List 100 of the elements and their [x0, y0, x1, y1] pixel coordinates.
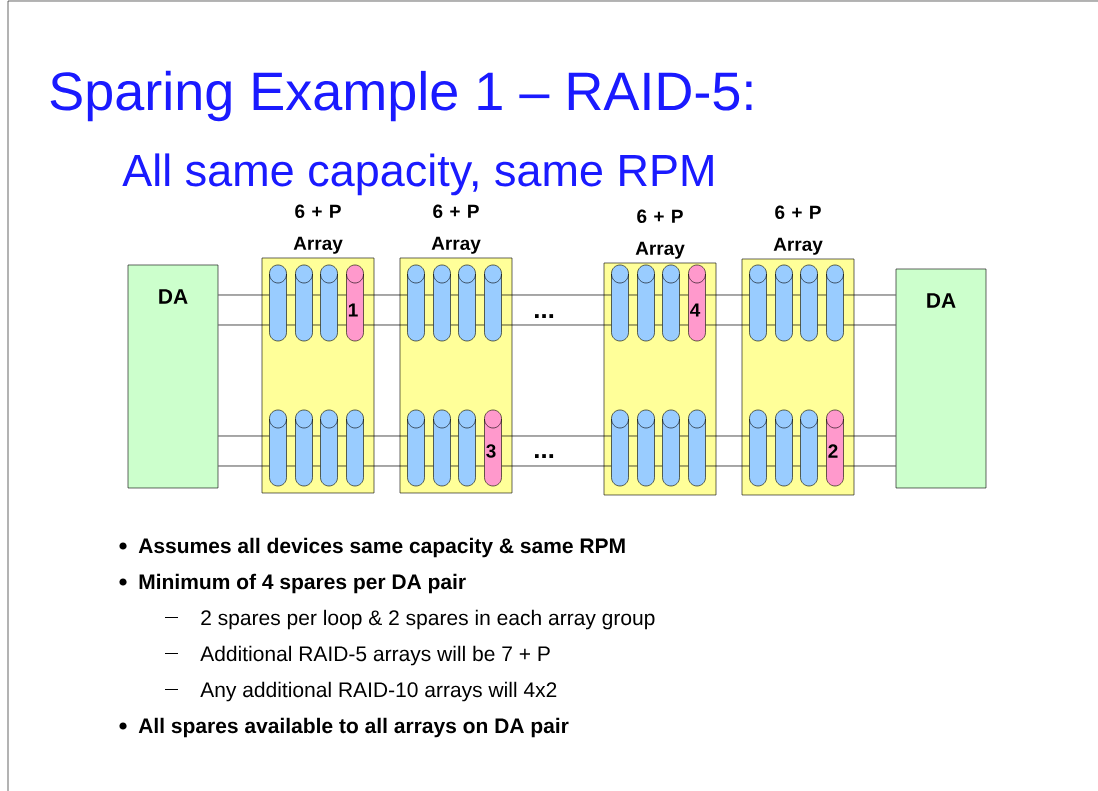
disk-drive	[320, 409, 338, 487]
disk-drive	[749, 264, 767, 342]
disk-drive	[433, 409, 451, 487]
loop-line	[705, 435, 750, 437]
loop-line	[475, 435, 485, 437]
loop-line	[654, 294, 663, 296]
loop-line	[843, 294, 897, 296]
loop-line	[792, 324, 801, 326]
loop-line	[286, 294, 296, 296]
loop-line	[679, 435, 689, 437]
node-label: 6 + P Array	[773, 205, 823, 255]
node-label: 6 + P Array	[635, 209, 685, 259]
disk-drive	[433, 264, 451, 342]
loop-line	[217, 435, 270, 437]
loop-line	[363, 324, 408, 326]
node-label: 6 + P Array	[431, 204, 481, 254]
loop-line	[654, 324, 663, 326]
loop-line	[628, 435, 638, 437]
loop-line	[286, 465, 296, 467]
loop-line	[450, 465, 459, 467]
loop-line	[843, 324, 897, 326]
loop-line	[817, 324, 827, 326]
loop-line	[501, 294, 612, 296]
disk-drive	[800, 264, 818, 342]
disk-drive	[775, 264, 793, 342]
loop-line	[337, 435, 347, 437]
loop-line	[424, 324, 434, 326]
bullet-item: Minimum of 4 spares per DA pair	[119, 573, 466, 594]
loop-line	[286, 324, 296, 326]
loop-line	[217, 324, 270, 326]
loop-line	[628, 324, 638, 326]
disk-drive	[269, 264, 287, 342]
disk-drive	[407, 264, 425, 342]
loop-line	[337, 465, 347, 467]
loop-line	[705, 465, 750, 467]
disk-drive	[611, 409, 629, 487]
disk-drive	[637, 409, 655, 487]
loop-line	[628, 294, 638, 296]
node-label: 6 + P Array	[293, 204, 343, 254]
loop-line	[792, 465, 801, 467]
loop-line	[337, 294, 347, 296]
disk-drive	[800, 409, 818, 487]
ellipsis: ...	[535, 314, 554, 318]
sub-item: Additional RAID-5 arrays will be 7 + P	[165, 645, 550, 666]
loop-line	[312, 294, 321, 296]
loop-line	[766, 435, 776, 437]
disk-drive	[688, 409, 706, 487]
loop-line	[654, 465, 663, 467]
loop-line	[450, 435, 459, 437]
loop-line	[217, 294, 270, 296]
subtitle: All same capacity, same RPM	[122, 153, 713, 196]
loop-line	[475, 294, 485, 296]
loop-line	[501, 435, 612, 437]
loop-line	[363, 294, 408, 296]
loop-line	[363, 465, 408, 467]
loop-line	[363, 435, 408, 437]
loop-line	[679, 294, 689, 296]
disk-drive	[749, 409, 767, 487]
loop-line	[766, 465, 776, 467]
disk-drive	[407, 409, 425, 487]
disk-drive	[611, 264, 629, 342]
loop-line	[628, 465, 638, 467]
disk-drive	[346, 409, 364, 487]
ellipsis: ...	[535, 454, 554, 458]
loop-line	[217, 465, 270, 467]
loop-line	[766, 324, 776, 326]
loop-line	[792, 294, 801, 296]
loop-line	[679, 324, 689, 326]
loop-line	[312, 324, 321, 326]
disk-drive	[775, 409, 793, 487]
loop-line	[817, 294, 827, 296]
loop-line	[679, 465, 689, 467]
loop-line	[792, 435, 801, 437]
disk-drive	[484, 264, 502, 342]
loop-line	[475, 465, 485, 467]
loop-line	[817, 465, 827, 467]
loop-line	[705, 324, 750, 326]
disk-drive	[295, 264, 313, 342]
disk-drive	[662, 409, 680, 487]
disk-drive	[458, 264, 476, 342]
loop-line	[817, 435, 827, 437]
loop-line	[475, 324, 485, 326]
loop-line	[450, 294, 459, 296]
bullet-item: All spares available to all arrays on DA pair	[119, 717, 569, 738]
disk-drive	[269, 409, 287, 487]
loop-line	[843, 465, 897, 467]
loop-line	[501, 324, 612, 326]
loop-line	[312, 435, 321, 437]
loop-line	[705, 294, 750, 296]
loop-line	[424, 465, 434, 467]
disk-drive	[295, 409, 313, 487]
controller-box: DA	[895, 268, 987, 489]
loop-line	[312, 465, 321, 467]
disk-drive	[320, 264, 338, 342]
loop-line	[424, 435, 434, 437]
bullet-item: Assumes all devices same capacity & same RPM	[119, 537, 625, 558]
loop-line	[424, 294, 434, 296]
disk-drive	[458, 409, 476, 487]
sub-item: 2 spares per loop & 2 spares in each array group	[165, 609, 655, 630]
loop-line	[501, 465, 612, 467]
